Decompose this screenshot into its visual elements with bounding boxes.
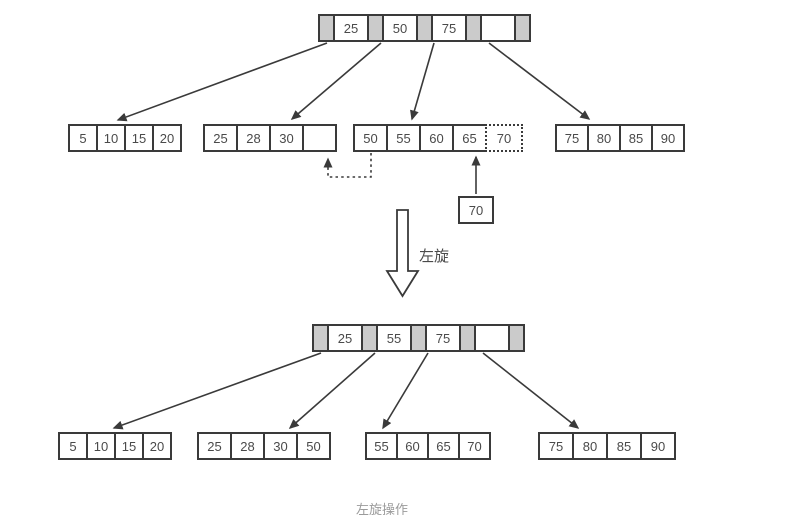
- after-child-pointer-arrow-2: [288, 352, 376, 429]
- leaf-cell: 15: [124, 124, 154, 152]
- before-child-pointer-arrow-4: [488, 42, 591, 120]
- leaf-cell: 80: [572, 432, 608, 460]
- before-leaf-3: 50 55 60 65 70: [353, 124, 523, 152]
- after-leaf-1: 5 10 15 20: [58, 432, 172, 460]
- leaf-cell: 75: [538, 432, 574, 460]
- leaf-cell: 25: [203, 124, 238, 152]
- leaf-cell: 65: [452, 124, 487, 152]
- key-cell: 25: [327, 324, 363, 352]
- leaf-cell: 90: [651, 124, 685, 152]
- pointer-cell: [514, 14, 531, 42]
- before-leaf-2: 25 28 30: [203, 124, 337, 152]
- rotate-arrow: [385, 209, 420, 298]
- insert-value-box: 70: [458, 196, 494, 224]
- leaf-cell: 20: [152, 124, 182, 152]
- leaf-cell: 30: [263, 432, 298, 460]
- leaf-cell: 5: [68, 124, 98, 152]
- leaf-cell: 70: [458, 432, 491, 460]
- leaf-cell: 65: [427, 432, 460, 460]
- key-cell: [474, 324, 510, 352]
- leaf-cell: 85: [619, 124, 653, 152]
- leaf-cell: 60: [396, 432, 429, 460]
- leaf-cell: 55: [365, 432, 398, 460]
- leaf-cell: 20: [142, 432, 172, 460]
- before-child-pointer-arrow-2: [290, 42, 382, 120]
- leaf-cell: 80: [587, 124, 621, 152]
- after-child-pointer-arrow-4: [482, 352, 580, 429]
- leaf-cell: 75: [555, 124, 589, 152]
- before-child-pointer-arrow-3: [410, 42, 435, 121]
- overflow-cell: 70: [485, 124, 523, 152]
- leaf-cell: 10: [96, 124, 126, 152]
- after-root-node: 25 55 75: [312, 324, 525, 352]
- redistribute-dotted-arrow: [323, 153, 372, 178]
- after-leaf-3: 55 60 65 70: [365, 432, 491, 460]
- leaf-cell: 30: [269, 124, 304, 152]
- key-cell: 75: [425, 324, 461, 352]
- key-cell: 25: [333, 14, 369, 42]
- after-child-pointer-arrow-3: [382, 352, 429, 430]
- leaf-cell-empty: [302, 124, 337, 152]
- leaf-cell: 50: [353, 124, 388, 152]
- leaf-cell: 60: [419, 124, 454, 152]
- leaf-cell: 10: [86, 432, 116, 460]
- after-leaf-2: 25 28 30 50: [197, 432, 331, 460]
- key-cell: 55: [376, 324, 412, 352]
- leaf-cell: 85: [606, 432, 642, 460]
- leaf-cell: 5: [58, 432, 88, 460]
- rotate-label: 左旋: [419, 248, 449, 265]
- after-child-pointer-arrow-1: [112, 352, 322, 430]
- before-leaf-1: 5 10 15 20: [68, 124, 182, 152]
- caption: 左旋操作: [356, 502, 409, 515]
- leaf-cell: 15: [114, 432, 144, 460]
- key-cell: [480, 14, 516, 42]
- key-cell: 50: [382, 14, 418, 42]
- before-child-pointer-arrow-1: [116, 42, 328, 122]
- leaf-cell: 28: [230, 432, 265, 460]
- leaf-cell: 25: [197, 432, 232, 460]
- pointer-cell: [508, 324, 525, 352]
- after-leaf-4: 75 80 85 90: [538, 432, 676, 460]
- key-cell: 75: [431, 14, 467, 42]
- leaf-cell: 90: [640, 432, 676, 460]
- before-leaf-4: 75 80 85 90: [555, 124, 685, 152]
- before-root-node: 25 50 75: [318, 14, 531, 42]
- leaf-cell: 55: [386, 124, 421, 152]
- leaf-cell: 50: [296, 432, 331, 460]
- leaf-cell: 28: [236, 124, 271, 152]
